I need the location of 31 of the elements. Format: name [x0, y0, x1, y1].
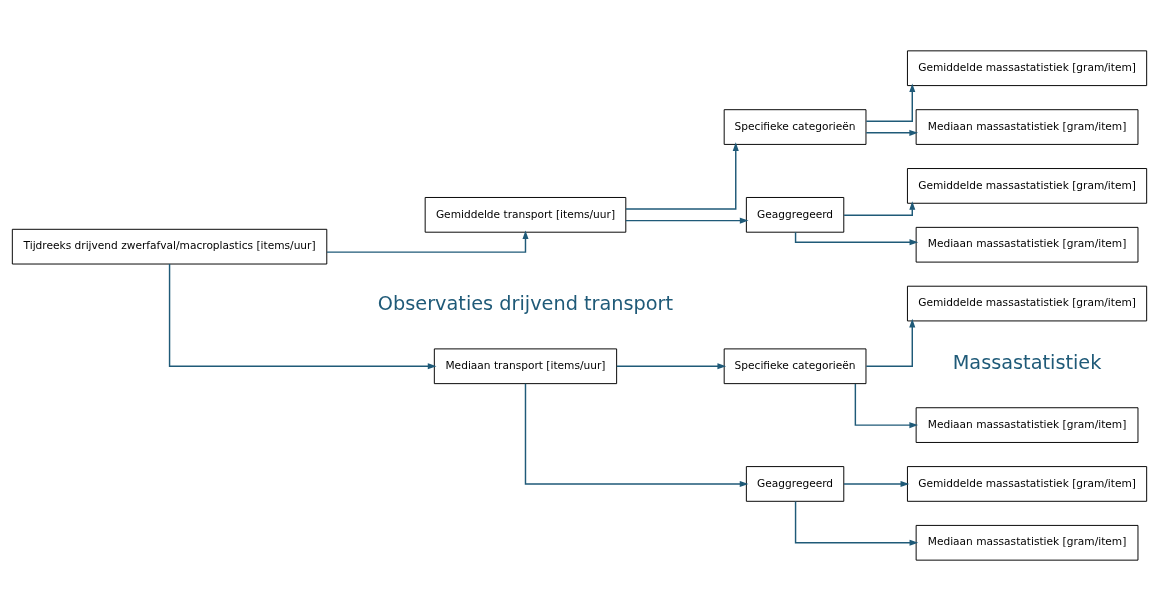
node-box: Mediaan massastatistiek [gram/item] — [915, 406, 1139, 443]
arrow — [843, 480, 910, 487]
label: Massastatistiek — [952, 350, 1102, 374]
arrow — [865, 129, 919, 136]
node-box: Mediaan massastatistiek [gram/item] — [915, 108, 1139, 145]
arrow — [616, 362, 727, 369]
node-box: Gemiddelde massastatistiek [gram/item] — [906, 285, 1148, 321]
arrow — [168, 262, 437, 369]
arrow — [794, 500, 919, 546]
node-box: Gemiddelde transport [items/uur] — [424, 196, 627, 233]
node-box: Specifieke categorieën — [723, 108, 867, 145]
node-box: Mediaan transport [items/uur] — [433, 347, 618, 384]
arrow — [326, 229, 529, 253]
node-box: Gemiddelde massastatistiek [gram/item] — [906, 49, 1148, 86]
arrow — [524, 382, 749, 487]
arrow — [865, 318, 916, 367]
arrow — [794, 231, 919, 245]
arrow — [843, 200, 916, 216]
label: Observaties drijvend transport — [377, 291, 674, 315]
node-box: Tijdreeks drijvend zwerfafval/macroplastics [items/uur] — [11, 228, 328, 264]
arrow — [625, 217, 749, 224]
node-box: Mediaan massastatistiek [gram/item] — [915, 226, 1139, 263]
node-box: Geaggregeerd — [745, 196, 845, 233]
node-box: Gemiddelde massastatistiek [gram/item] — [906, 465, 1148, 502]
node-box: Geaggregeerd — [745, 465, 845, 502]
node-box: Gemiddelde massastatistiek [gram/item] — [906, 167, 1148, 204]
node-box: Specifieke categorieën — [723, 347, 867, 384]
node-box: Mediaan massastatistiek [gram/item] — [915, 524, 1139, 561]
arrow — [625, 141, 739, 210]
arrow — [865, 82, 916, 122]
arrow — [854, 382, 919, 428]
